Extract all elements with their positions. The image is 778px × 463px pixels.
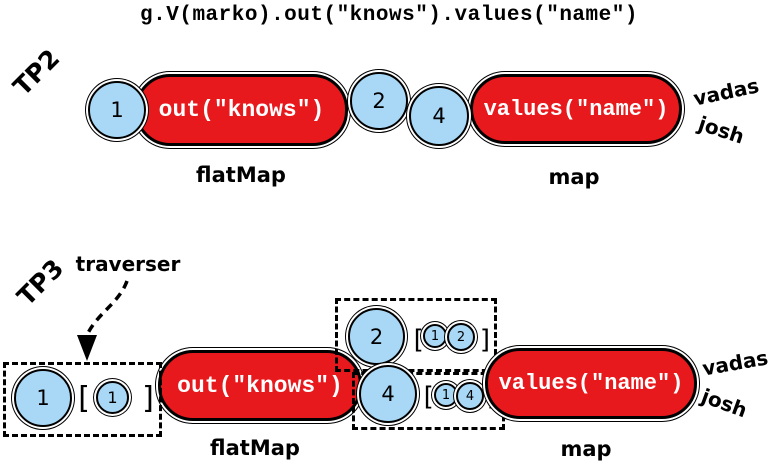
- tp2-output-vadas: vadas: [691, 73, 762, 111]
- tp2-traverser-2: 2: [350, 72, 408, 130]
- tp3-input-bulk-traverser: 1: [96, 381, 129, 414]
- tp3-traverser-2-bracket-open: [: [410, 325, 426, 355]
- tp3-map-label: map: [560, 437, 612, 461]
- tp3-traverser-4-path-1: 1: [434, 383, 458, 407]
- tp3-step-values-name-code: values("name"): [498, 371, 684, 396]
- tp3-traverser-2: 2: [348, 308, 405, 365]
- tp3-step-out-knows: out("knows"): [158, 350, 362, 421]
- tp3-traverser-4: 4: [359, 365, 417, 423]
- tp2-traverser-4: 4: [409, 86, 469, 146]
- tp3-step-out-knows-code: out("knows"): [177, 372, 343, 399]
- tp3-flatmap-label: flatMap: [210, 436, 300, 460]
- traverser-arrowhead-icon: [77, 335, 97, 361]
- tp2-step-values-name-code: values("name"): [483, 96, 669, 122]
- tp3-label: TP3: [11, 253, 70, 312]
- tp3-input-bracket-open: [: [74, 381, 93, 416]
- tp3-output-josh: josh: [698, 383, 751, 423]
- tp3-output-vadas: vadas: [700, 345, 770, 381]
- traverser-arrow-line: [86, 280, 129, 334]
- tp3-step-values-name: values("name"): [485, 348, 697, 419]
- tp2-output-josh: josh: [695, 111, 748, 149]
- tp2-step-values-name: values("name"): [470, 74, 682, 144]
- tp3-input-traverser-value: 1: [14, 369, 72, 427]
- tp2-map-label: map: [548, 165, 600, 189]
- tp2-flatmap-label: flatMap: [196, 163, 286, 187]
- tp2-step-out-knows-code: out("knows"): [158, 97, 325, 123]
- query-title: g.V(marko).out("knows").values("name"): [140, 4, 638, 27]
- tp3-traverser-annotation: traverser: [75, 252, 181, 276]
- tp3-input-bracket-close: ]: [140, 381, 159, 416]
- tp3-traverser-2-path-1: 1: [423, 324, 447, 348]
- tp3-mid-box-2: [335, 298, 497, 372]
- tp3-traverser-2-bracket-close: ]: [478, 325, 494, 355]
- tp3-traverser-4-bracket-open: [: [420, 382, 436, 412]
- tp2-label: TP2: [7, 43, 66, 102]
- tp3-traverser-2-path-2: 2: [447, 323, 475, 351]
- tp3-traverser-4-path-4: 4: [456, 382, 484, 410]
- tp3-input-traverser-box: [3, 362, 162, 437]
- tp2-traverser-1: 1: [88, 81, 146, 139]
- tp2-step-out-knows: out("knows"): [135, 74, 348, 146]
